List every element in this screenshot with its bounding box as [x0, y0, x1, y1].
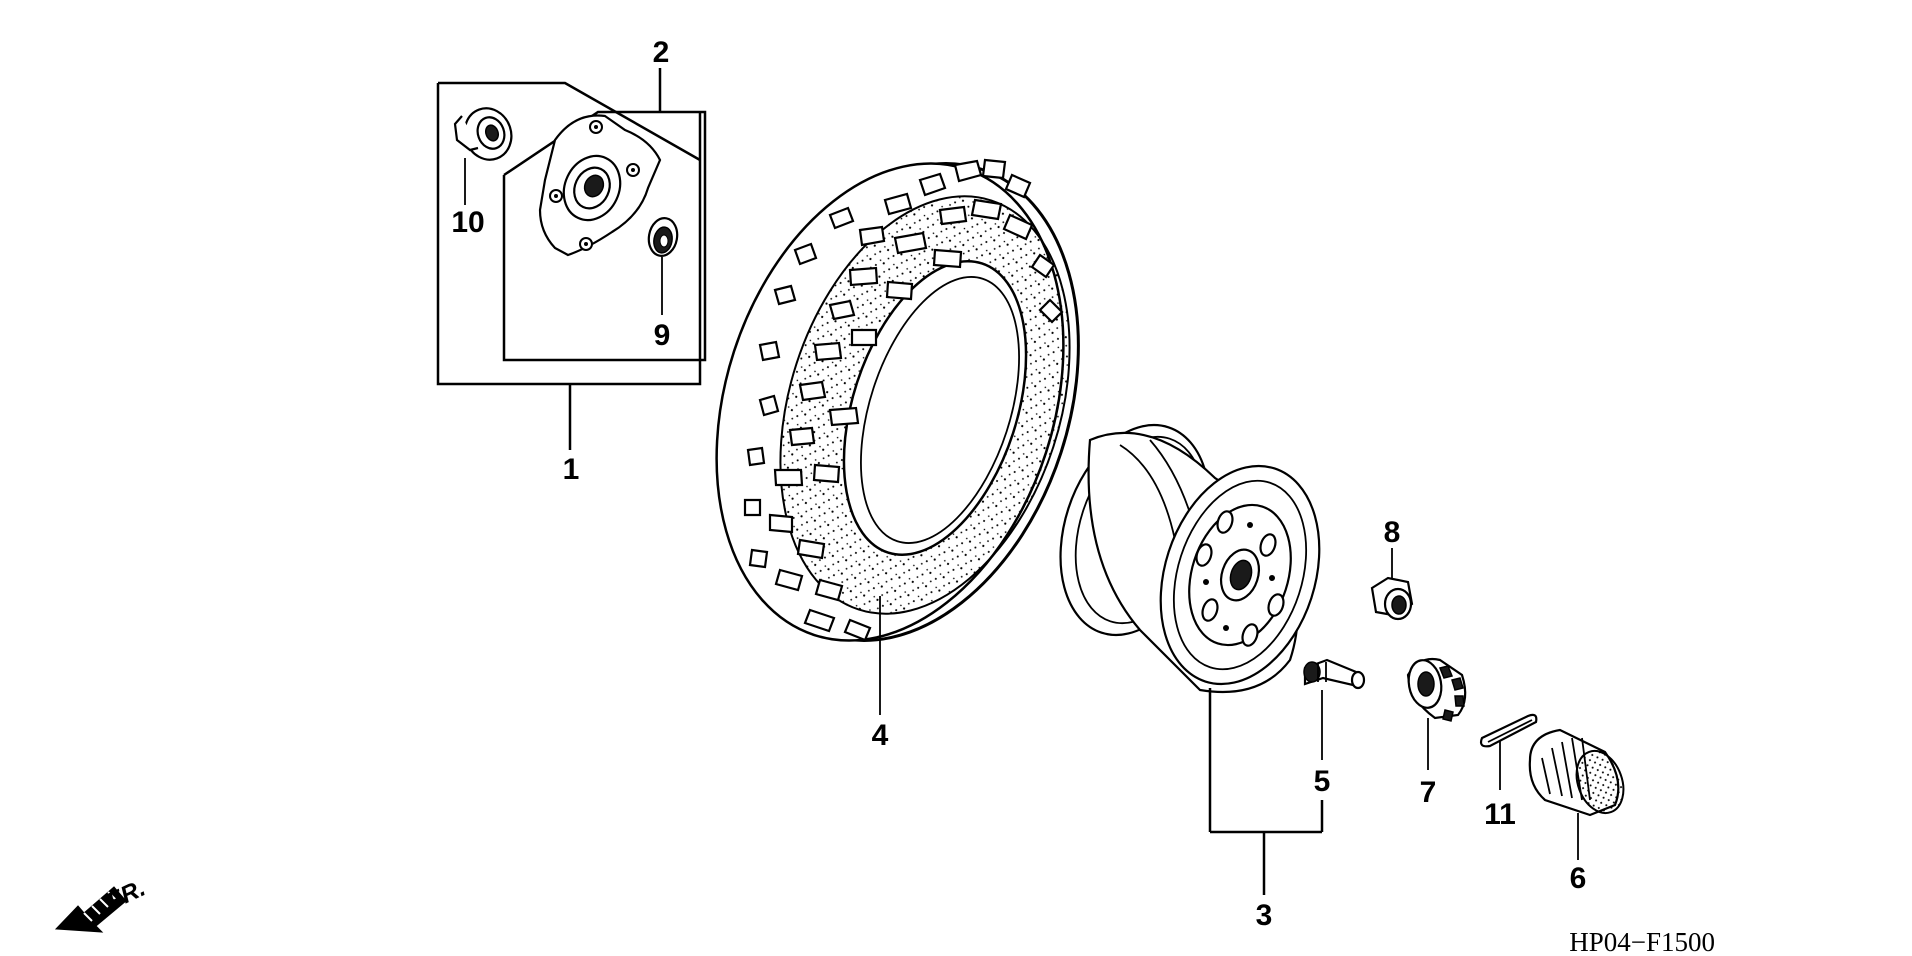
callout-10: 10 [451, 206, 484, 239]
diagram-code: HP04−F1500 [1569, 927, 1715, 956]
wheel-group-bracket [1208, 688, 1324, 895]
hub-group-bracket [436, 81, 702, 450]
callout-5: 5 [1314, 765, 1331, 798]
tire-part [715, 158, 1080, 715]
callout-9: 9 [654, 319, 671, 352]
callout-11: 11 [1484, 798, 1516, 831]
callout-6: 6 [1570, 862, 1587, 895]
wheel-nut-part [1370, 548, 1414, 621]
callout-1: 1 [563, 453, 580, 486]
hub-cap-part [1528, 728, 1625, 860]
valve-stem-part [1303, 658, 1366, 760]
callout-7: 7 [1420, 776, 1437, 809]
callout-8: 8 [1384, 516, 1401, 549]
tire-tread-lugs [743, 158, 1064, 642]
callout-2: 2 [653, 36, 670, 69]
collar-part [453, 107, 513, 205]
callout-4: 4 [872, 719, 889, 752]
front-direction-arrow: FR. [54, 875, 150, 933]
cotter-pin-part [1479, 713, 1538, 790]
wheel-rim-part [1059, 423, 1321, 694]
hub-part [538, 114, 662, 257]
oil-seal-part [647, 217, 679, 315]
castle-nut-part [1406, 657, 1467, 770]
callout-3: 3 [1256, 899, 1273, 932]
